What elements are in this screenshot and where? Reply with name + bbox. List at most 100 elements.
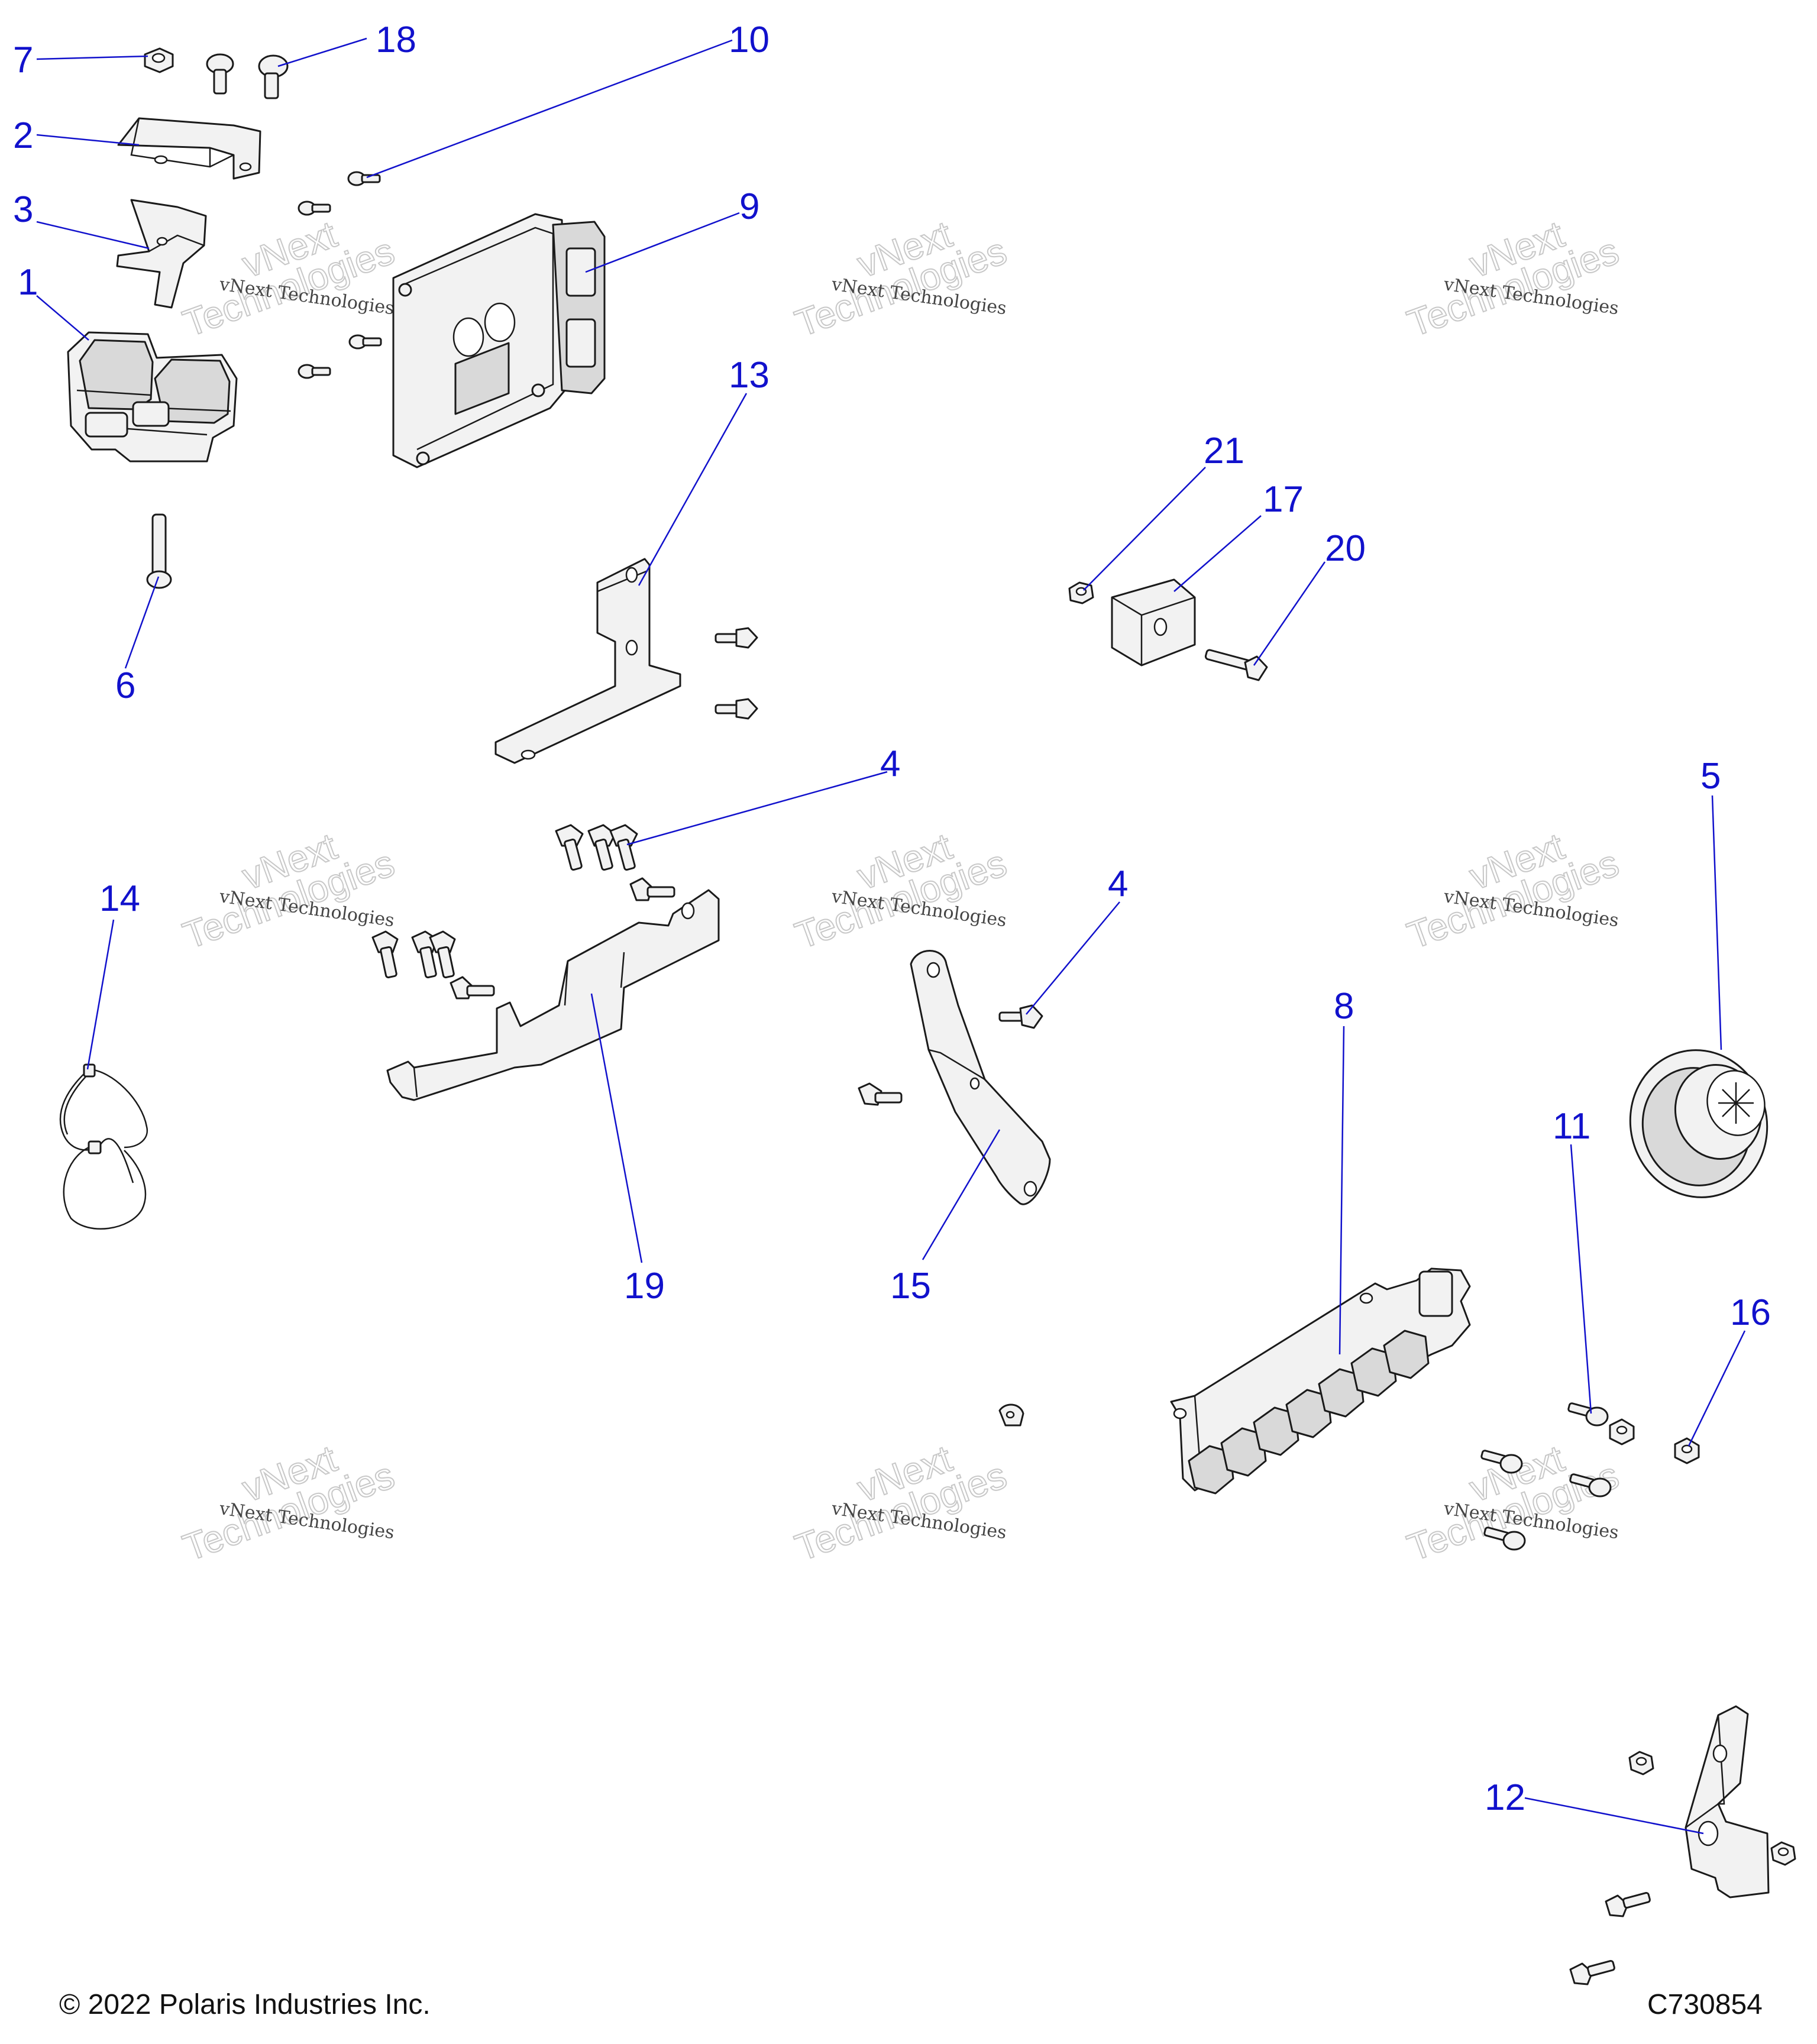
leader-7 bbox=[36, 55, 148, 60]
part-15-bracket bbox=[910, 950, 1051, 1205]
part-19-bolt bbox=[371, 930, 399, 979]
callout-19: 19 bbox=[624, 1266, 665, 1306]
part-8-clip bbox=[998, 1403, 1024, 1427]
part-21-nut bbox=[1068, 581, 1094, 604]
callout-2: 2 bbox=[13, 115, 33, 156]
leader-8 bbox=[1338, 1026, 1345, 1355]
leader-6 bbox=[124, 576, 160, 669]
part-1-ignition-coil bbox=[67, 331, 238, 463]
part-13-bolt bbox=[714, 698, 758, 720]
leader-12 bbox=[1524, 1797, 1704, 1835]
part-7-nut bbox=[144, 47, 174, 73]
leader-14 bbox=[86, 919, 115, 1070]
callout-4: 4 bbox=[880, 743, 900, 784]
part-13-bracket bbox=[494, 558, 681, 764]
part-11-screw bbox=[1569, 1473, 1612, 1498]
part-11-screw bbox=[1483, 1526, 1526, 1551]
callout-5: 5 bbox=[1700, 756, 1721, 797]
callout-18: 18 bbox=[376, 20, 416, 60]
part-19-bolt bbox=[429, 930, 456, 979]
leader-lines bbox=[36, 37, 1746, 1835]
callout-20: 20 bbox=[1325, 528, 1366, 569]
part-12-bracket bbox=[1685, 1705, 1770, 1899]
watermark-2: vNext Technologies vNext Technologies bbox=[789, 212, 1013, 345]
callout-7: 7 bbox=[13, 40, 33, 80]
watermark-8: vNext Technologies vNext Technologies bbox=[789, 1436, 1013, 1570]
figure-id: C730854 bbox=[1647, 1989, 1763, 2020]
part-3-bracket bbox=[116, 199, 207, 309]
part-12-nut bbox=[1628, 1751, 1654, 1775]
leader-18 bbox=[277, 37, 367, 67]
part-12-nut bbox=[1770, 1841, 1796, 1866]
callout-17: 17 bbox=[1263, 479, 1304, 520]
part-19-bracket bbox=[386, 889, 720, 1101]
watermark-5: vNext Technologies vNext Technologies bbox=[789, 824, 1013, 958]
part-9-ecu bbox=[392, 213, 606, 468]
part-10-screw bbox=[347, 171, 381, 186]
callout-6: 6 bbox=[115, 665, 135, 706]
callout-16: 16 bbox=[1730, 1292, 1771, 1333]
callout-13: 13 bbox=[729, 355, 770, 396]
part-14-zip-tie bbox=[59, 1063, 148, 1230]
part-13-bolt bbox=[714, 627, 758, 649]
part-10-screw bbox=[298, 200, 331, 216]
part-10-screw bbox=[298, 364, 331, 379]
callout-3: 3 bbox=[13, 189, 33, 230]
callout-12: 12 bbox=[1485, 1777, 1525, 1818]
part-19-bolt bbox=[450, 976, 495, 1000]
leader-19 bbox=[590, 993, 643, 1263]
leader-4b bbox=[1026, 901, 1120, 1015]
part-15-bolt bbox=[998, 1004, 1043, 1029]
part-16-nut bbox=[1674, 1437, 1700, 1464]
watermark-4: vNext Technologies vNext Technologies bbox=[177, 824, 400, 958]
leader-21 bbox=[1083, 467, 1206, 591]
fuse-row bbox=[1188, 1330, 1430, 1495]
leader-16 bbox=[1687, 1330, 1746, 1447]
callout-1: 1 bbox=[18, 262, 38, 303]
part-4-bolt bbox=[555, 824, 584, 871]
leader-15 bbox=[922, 1129, 1001, 1260]
watermark-6: vNext Technologies vNext Technologies bbox=[1401, 824, 1625, 958]
part-4-bolt bbox=[609, 824, 638, 871]
leader-3 bbox=[36, 221, 150, 250]
callout-21: 21 bbox=[1204, 431, 1244, 471]
part-12-bolt bbox=[1605, 1891, 1651, 1917]
part-18-bolt bbox=[258, 54, 289, 99]
part-4-bolt bbox=[629, 877, 675, 901]
watermark-1: vNext Technologies vNext Technologies bbox=[177, 212, 400, 345]
part-15-bolt bbox=[858, 1082, 903, 1106]
part-2-bracket bbox=[117, 117, 261, 180]
leader-17 bbox=[1173, 515, 1262, 592]
leader-4a bbox=[626, 771, 888, 846]
part-8-fuse-block bbox=[1170, 1267, 1471, 1495]
callout-8: 8 bbox=[1334, 986, 1354, 1027]
leader-11 bbox=[1570, 1144, 1592, 1414]
part-11-screw bbox=[1567, 1402, 1609, 1427]
part-17-mount bbox=[1111, 578, 1196, 667]
callout-14: 14 bbox=[99, 878, 140, 919]
part-6-bolt bbox=[146, 513, 172, 589]
callout-15: 15 bbox=[890, 1266, 931, 1306]
leader-20 bbox=[1253, 561, 1326, 666]
part-11-nut bbox=[1609, 1418, 1635, 1445]
leader-9 bbox=[585, 212, 740, 273]
callout-9: 9 bbox=[739, 186, 759, 227]
leader-5 bbox=[1711, 795, 1722, 1050]
part-11-screw bbox=[1480, 1450, 1523, 1474]
leader-10 bbox=[366, 39, 733, 179]
part-18-bolt bbox=[206, 53, 234, 95]
leader-2 bbox=[36, 134, 140, 146]
part-4-bolt bbox=[587, 824, 616, 871]
callout-11: 11 bbox=[1553, 1106, 1590, 1147]
part-12-bolt bbox=[1569, 1959, 1615, 1985]
callout-labels: 7 18 10 2 3 9 1 13 21 17 20 6 4 5 4 14 8… bbox=[13, 20, 1771, 1818]
part-20-bolt bbox=[1204, 649, 1268, 681]
part-5-grommet bbox=[1629, 1049, 1768, 1198]
callout-10: 10 bbox=[729, 20, 770, 60]
part-10-screw bbox=[348, 334, 382, 350]
callout-4: 4 bbox=[1108, 863, 1128, 904]
watermark-7: vNext Technologies vNext Technologies bbox=[177, 1436, 400, 1570]
copyright-text: © 2022 Polaris Industries Inc. bbox=[59, 1989, 431, 2020]
watermark-3: vNext Technologies vNext Technologies bbox=[1401, 212, 1625, 345]
